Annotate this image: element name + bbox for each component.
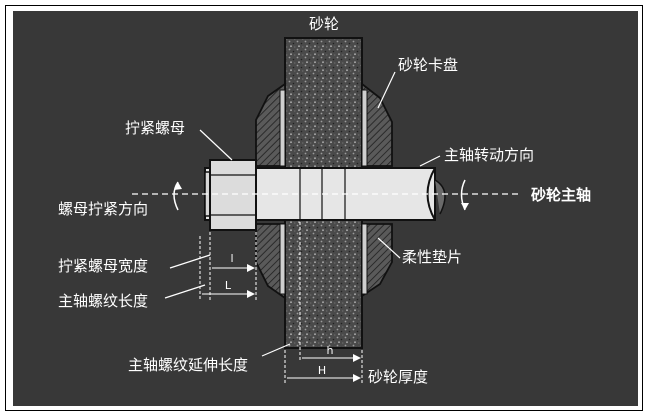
label-wheel-spindle: 砂轮主轴 xyxy=(531,186,591,204)
label-nut-width: 拧紧螺母宽度 xyxy=(58,257,148,275)
label-spindle-rotation-direction: 主轴转动方向 xyxy=(444,146,534,164)
label-grinding-wheel: 砂轮 xyxy=(309,15,339,33)
label-soft-gasket: 柔性垫片 xyxy=(402,248,462,266)
tightening-nut xyxy=(209,159,257,231)
thread-length-symbol: L xyxy=(225,279,232,292)
label-spindle-thread-length: 主轴螺纹长度 xyxy=(58,292,148,310)
soft-gaskets xyxy=(279,89,368,295)
dimension-lines xyxy=(199,222,363,384)
label-nut-tighten-direction: 螺母拧紧方向 xyxy=(58,200,148,218)
nut-width-symbol: l xyxy=(230,252,233,265)
right-wheel-flange xyxy=(361,82,393,298)
label-tighten-nut: 拧紧螺母 xyxy=(125,119,185,137)
label-spindle-thread-extension-length: 主轴螺纹延伸长度 xyxy=(128,356,248,374)
extension-symbol: h xyxy=(327,344,334,357)
thickness-symbol: H xyxy=(318,364,326,377)
label-wheel-flange: 砂轮卡盘 xyxy=(398,56,458,74)
label-wheel-thickness: 砂轮厚度 xyxy=(368,368,428,386)
nut-rotation-arrow xyxy=(173,181,182,211)
spindle-rotation-arrow xyxy=(460,179,469,211)
leader-lines xyxy=(164,71,441,357)
